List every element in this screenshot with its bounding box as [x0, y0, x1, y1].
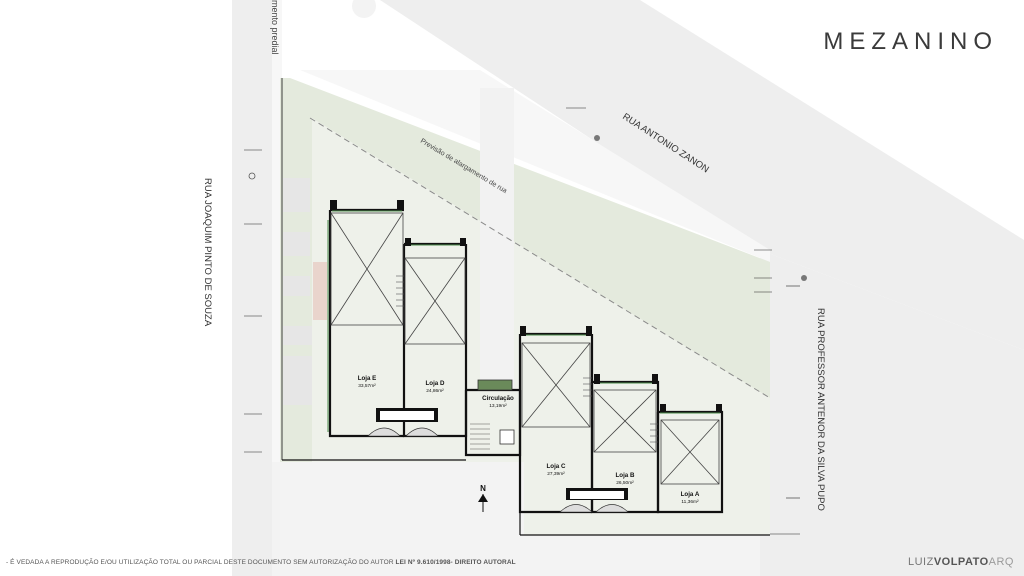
- north-arrow-icon: N: [478, 484, 488, 512]
- tree-marker: [352, 0, 376, 18]
- room-area-loja-d: 24,86m²: [426, 388, 444, 394]
- lot-lines: [281, 78, 770, 536]
- street-label-top-partial: mento predial: [270, 0, 280, 55]
- room-area-circulacao: 13,19m²: [489, 403, 507, 409]
- elevator: [499, 429, 515, 445]
- room-area-loja-b: 26,50m²: [616, 480, 634, 486]
- brand-logo: LUIZVOLPATOARQ: [908, 556, 1014, 568]
- tree-marker: [801, 275, 807, 281]
- room-area-loja-a: 11,36m²: [681, 499, 699, 505]
- page-title: MEZANINO: [823, 28, 998, 55]
- stairs: [396, 275, 658, 450]
- room-area-loja-e: 33,57m²: [358, 383, 376, 389]
- room-name-loja-d: Loja D: [426, 380, 445, 387]
- room-name-circulacao: Circulação: [482, 395, 514, 402]
- double-height-voids: [330, 212, 720, 485]
- room-labels: Loja E 33,57m² Loja D 24,86m² Circulação…: [358, 375, 700, 505]
- disclaimer-text: - É VEDADA A REPRODUÇÃO E/OU UTILIZAÇÃO …: [6, 559, 394, 566]
- room-area-loja-c: 27,39m²: [547, 471, 565, 477]
- tree-marker: [594, 135, 600, 141]
- dimension-marks: [244, 107, 800, 535]
- copyright-disclaimer: - É VEDADA A REPRODUÇÃO E/OU UTILIZAÇÃO …: [6, 559, 516, 566]
- street-top-diagonal: [380, 0, 1024, 350]
- room-name-loja-e: Loja E: [358, 375, 377, 382]
- parking-stalls: [283, 178, 327, 405]
- disclaimer-law: LEI Nº 9.610/1998- DIREITO AUTORAL: [395, 559, 516, 566]
- street-left: [232, 0, 272, 576]
- circulation-planter: [477, 379, 513, 391]
- brand-part1: LUIZ: [907, 556, 934, 568]
- street-right: [760, 250, 1024, 576]
- facade-glazing: [327, 210, 720, 432]
- brand-part2: VOLPATO: [933, 556, 989, 568]
- room-name-loja-c: Loja C: [547, 463, 566, 470]
- room-name-loja-b: Loja B: [616, 472, 635, 479]
- north-label: N: [480, 484, 486, 493]
- access-lane: [480, 88, 514, 388]
- building-walls: [328, 208, 724, 514]
- street-label-right: RUA PROFESSOR ANTENOR DA SILVA PUPO: [815, 308, 826, 511]
- street-label-left: RUA JOAQUIM PINTO DE SOUZA: [202, 178, 213, 327]
- bathrooms: [367, 408, 629, 513]
- room-name-loja-a: Loja A: [681, 491, 700, 498]
- sidewalks: [272, 0, 770, 462]
- brand-part3: ARQ: [988, 556, 1014, 568]
- pillars: [330, 200, 722, 412]
- hydrant-marker: [248, 172, 256, 180]
